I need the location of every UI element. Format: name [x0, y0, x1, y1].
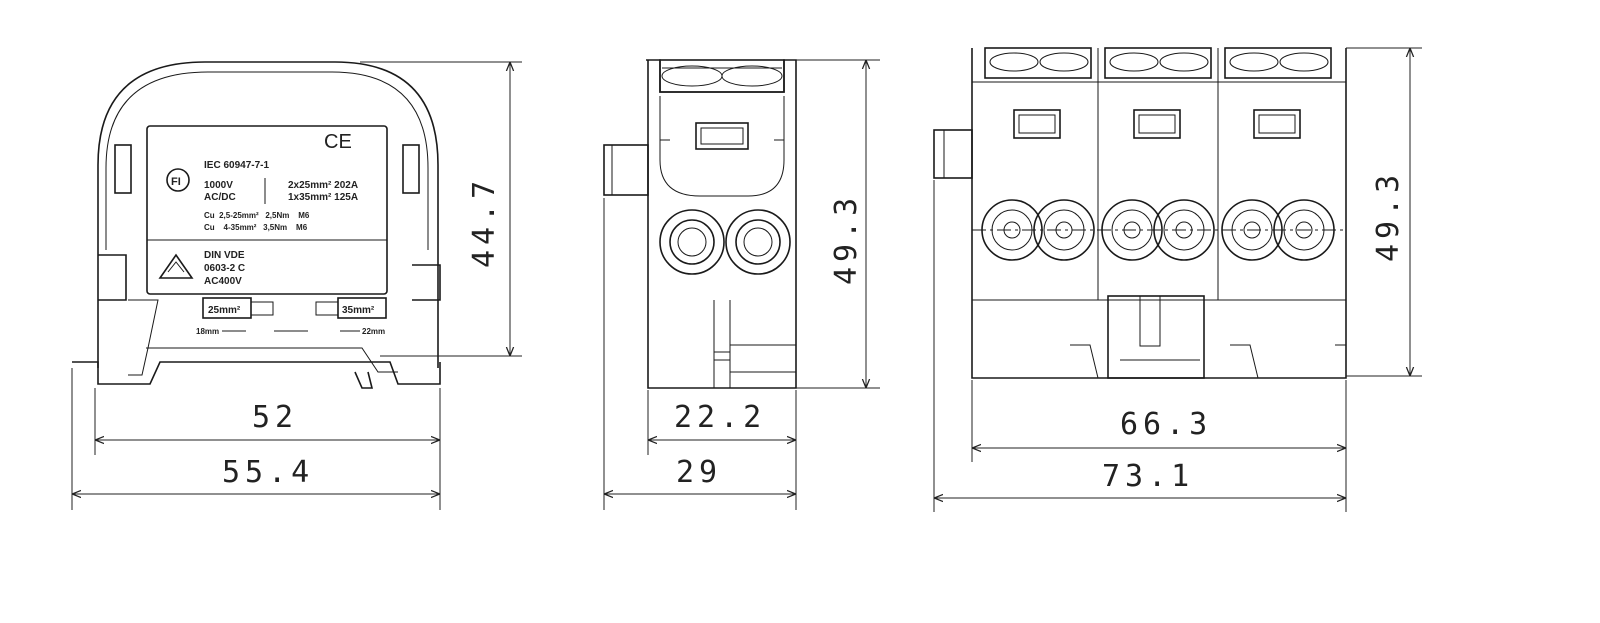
- cu-row-1: Cu 2,5-25mm² 2,5Nm M6: [204, 211, 310, 220]
- front-inner-width-dim: 52: [252, 400, 298, 435]
- rating-label-panel: CE FI IEC 60947-7-1 1000V AC/DC 2x25mm² …: [146, 125, 388, 295]
- side-inner-width-dim: 22.2: [674, 400, 766, 435]
- multi-pole-view: 49.3 66.3 73.1: [933, 47, 1422, 512]
- standard-text: IEC 60947-7-1: [204, 160, 269, 171]
- strip-left: 18mm: [196, 327, 219, 336]
- svg-text:FI: FI: [171, 176, 181, 188]
- din-line-3: AC400V: [204, 276, 242, 287]
- side-outer-width-dim: 29: [676, 455, 722, 490]
- din-line-2: 0603-2 C: [204, 263, 245, 274]
- ce-mark: CE: [324, 131, 352, 153]
- rating-line-1: 2x25mm² 202A: [288, 180, 358, 191]
- vde-triangle-icon: [158, 253, 194, 279]
- multi-height-dim: 49.3: [1371, 170, 1406, 262]
- din-line-1: DIN VDE: [204, 250, 245, 261]
- multi-outer-width-dim: 73.1: [1102, 459, 1194, 494]
- front-outer-width-dim: 55.4: [222, 455, 314, 490]
- cu-row-2: Cu 4-35mm² 3,5Nm M6: [204, 223, 308, 232]
- front-view: CE FI IEC 60947-7-1 1000V AC/DC 2x25mm² …: [71, 61, 522, 510]
- module-3: [1221, 47, 1335, 261]
- voltage-line-1: 1000V: [204, 180, 233, 191]
- side-view: 49.3 22.2 29: [603, 59, 880, 510]
- tag-left: 25mm²: [208, 305, 241, 316]
- fi-logo-icon: FI: [166, 168, 190, 192]
- voltage-line-2: AC/DC: [204, 192, 236, 203]
- side-height-dim: 49.3: [829, 193, 864, 285]
- front-height-dim: 44.7: [467, 176, 502, 268]
- module-1: [981, 47, 1095, 261]
- module-2: [1101, 47, 1215, 261]
- multi-inner-width-dim: 66.3: [1120, 407, 1212, 442]
- tag-right: 35mm²: [342, 305, 375, 316]
- strip-right: 22mm: [362, 327, 385, 336]
- rating-line-2: 1x35mm² 125A: [288, 192, 358, 203]
